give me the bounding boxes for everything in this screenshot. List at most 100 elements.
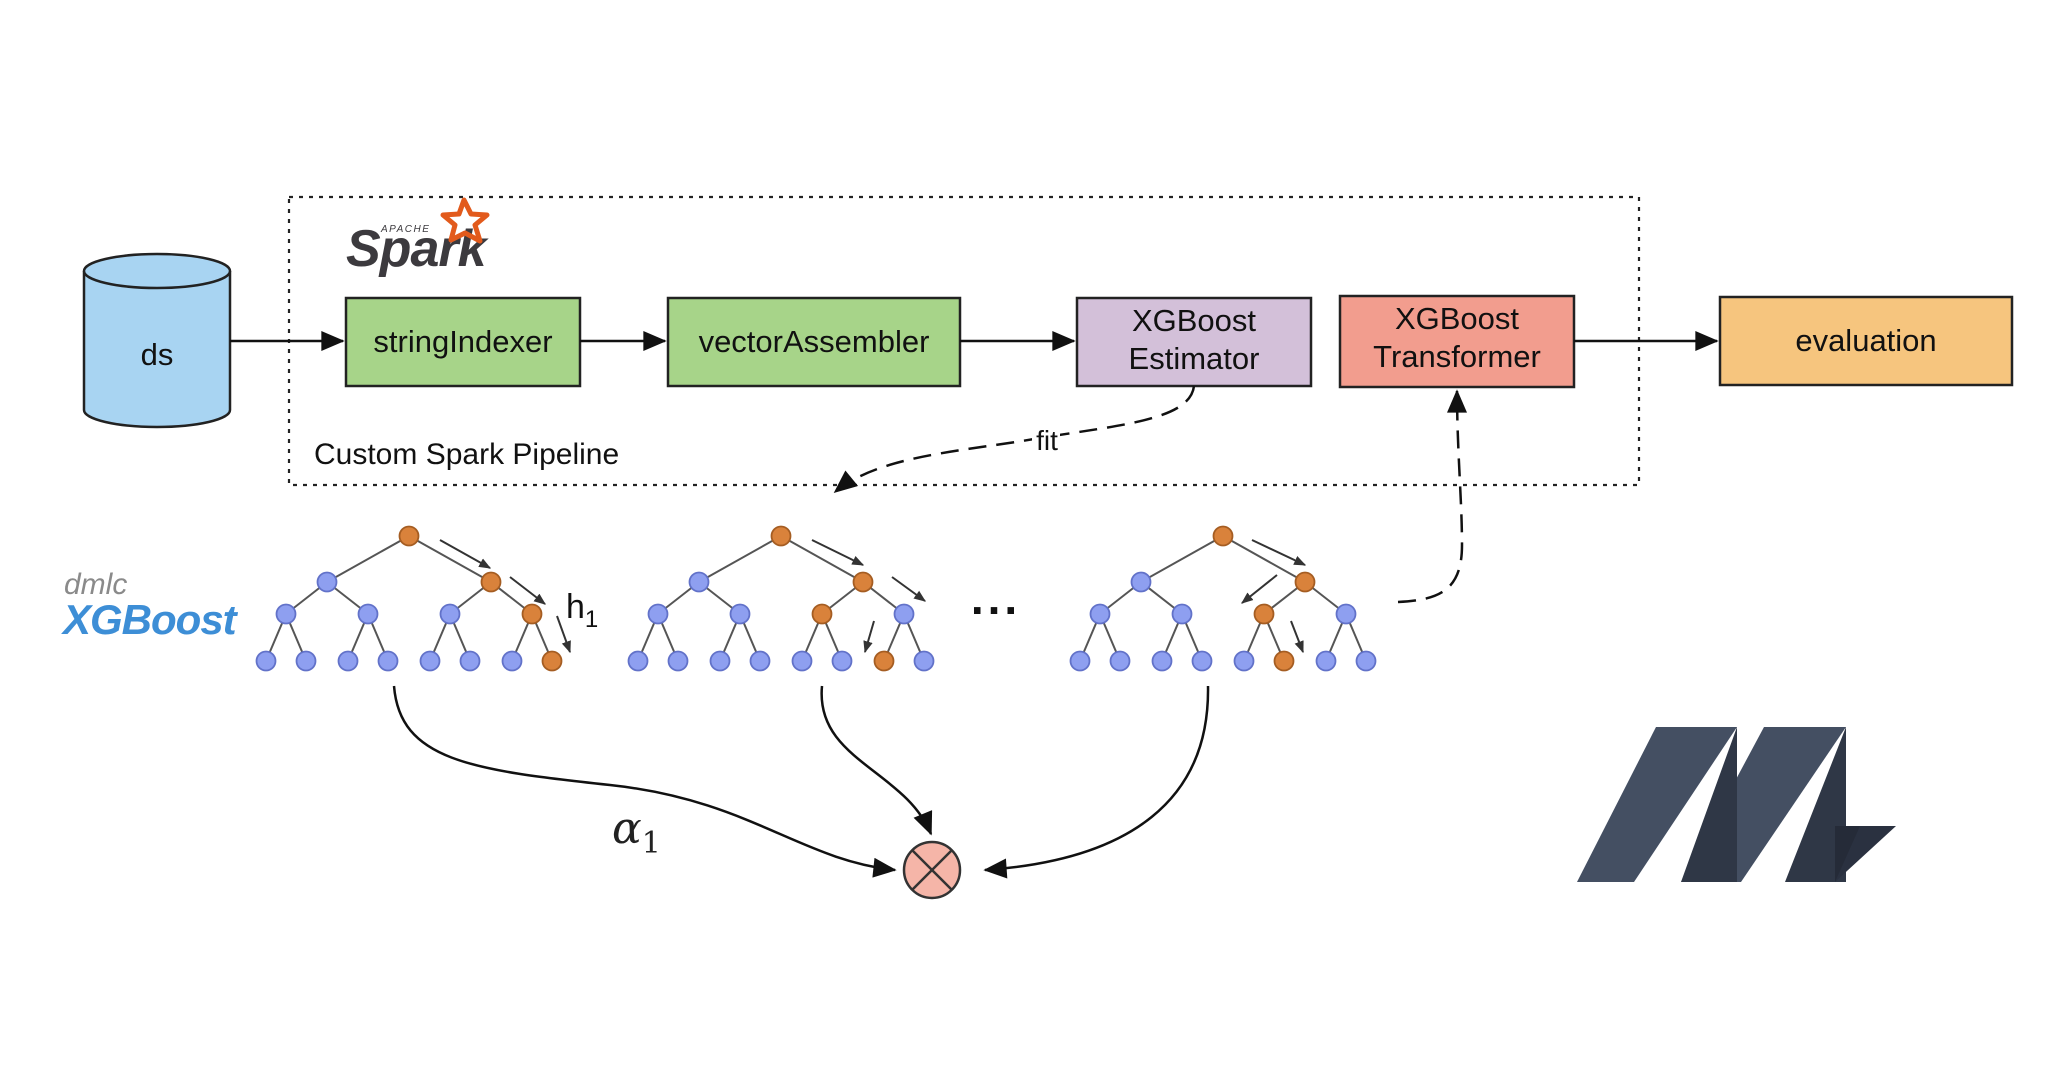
stage-string-indexer-label: stringIndexer: [373, 324, 552, 359]
tree-node: [709, 650, 731, 672]
fit-label: fit: [1036, 425, 1058, 456]
tree-node: [357, 603, 379, 625]
tree-path-node: [1212, 525, 1234, 547]
stage-xgboost-estimator-label-line2: Estimator: [1129, 341, 1260, 376]
xgboost-logo-dmlc-word: dmlc: [64, 568, 127, 601]
xgboost-logo: dmlc XGBoost: [61, 568, 240, 643]
tree-node: [729, 603, 751, 625]
tree-node: [1089, 603, 1111, 625]
stage-xgboost-estimator-box: [1075, 296, 1313, 388]
tree-edge: [1222, 535, 1306, 583]
xgboost-logo-word: XGBoost: [61, 596, 239, 643]
spark-logo-word: Spark: [346, 220, 490, 278]
stage-xgboost-transformer: XGBoost Transformer: [1338, 294, 1576, 389]
decision-path-arrow: [1290, 620, 1304, 654]
tree-edge: [698, 535, 782, 583]
tree-node: [688, 571, 710, 593]
tree-node: [1233, 650, 1255, 672]
stage-evaluation: evaluation: [1718, 295, 2014, 387]
tree-node: [1335, 603, 1357, 625]
pipeline-container-label: Custom Spark Pipeline: [314, 438, 619, 471]
tree-node: [295, 650, 317, 672]
fit-arrow: [833, 385, 1196, 494]
tree-1: [255, 525, 571, 672]
company-logo-stroke-1: [1577, 727, 1737, 882]
tree-node: [275, 603, 297, 625]
stage-xgboost-estimator: XGBoost Estimator: [1075, 296, 1313, 388]
stage-xgboost-transformer-label-line1: XGBoost: [1395, 301, 1519, 336]
stage-xgboost-estimator-label-line1: XGBoost: [1132, 303, 1256, 338]
decision-path-arrow: [891, 576, 926, 602]
weight-label: α1: [612, 803, 661, 861]
tree-node: [459, 650, 481, 672]
decision-path-arrow: [863, 620, 875, 654]
tree-node: [1109, 650, 1131, 672]
tree-node: [831, 650, 853, 672]
combine-node: [902, 840, 962, 900]
spark-star-icon: [440, 197, 490, 244]
decision-path-arrow: [811, 539, 865, 566]
tree-node: [647, 603, 669, 625]
tree-node: [1191, 650, 1213, 672]
company-logo-fold-2: [1785, 727, 1846, 882]
tree-path-node: [1294, 571, 1316, 593]
company-logo-fold-1: [1681, 727, 1737, 882]
decision-path-arrow: [556, 615, 571, 654]
tree-label: h1: [566, 588, 598, 633]
tree-node: [627, 650, 649, 672]
combine-curve-tree1: [392, 685, 897, 878]
tree-path-node: [541, 650, 563, 672]
tree-node: [667, 650, 689, 672]
tree-edge: [408, 535, 492, 583]
tree-node: [1355, 650, 1377, 672]
tree-edge: [326, 535, 410, 583]
tree-node: [337, 650, 359, 672]
tree-node: [501, 650, 523, 672]
tree-label-h: h: [566, 588, 585, 626]
tree-ensemble: [255, 525, 1377, 672]
datastore-top: [82, 252, 232, 290]
tree-node: [749, 650, 771, 672]
tree-node: [1315, 650, 1337, 672]
tree-path-node: [398, 525, 420, 547]
fit-label-bg: [1032, 422, 1060, 452]
stage-evaluation-label: evaluation: [1795, 323, 1936, 358]
company-logo-foot-shade: [1835, 826, 1860, 882]
decision-path-arrow: [509, 576, 546, 605]
weight-label-subscript: 1: [642, 826, 661, 861]
stage-vector-assembler-box: [666, 296, 962, 388]
model-to-transformer-arrow: [1397, 389, 1468, 604]
tree-node: [913, 650, 935, 672]
tree-node: [316, 571, 338, 593]
datastore-cylinder: ds: [82, 252, 232, 429]
combine-curve-tree3: [983, 685, 1210, 879]
tree-path-node: [1253, 603, 1275, 625]
tree-node: [1151, 650, 1173, 672]
tree-node: [1171, 603, 1193, 625]
stage-string-indexer-box: [344, 296, 582, 388]
tree-path-node: [521, 603, 543, 625]
tree-path-node: [811, 603, 833, 625]
spark-logo-apache-word: APACHE: [380, 224, 430, 235]
tree-node: [1069, 650, 1091, 672]
tree-node: [255, 650, 277, 672]
tree-path-node: [873, 650, 895, 672]
combine-cross-b: [911, 849, 953, 891]
stage-vector-assembler: vectorAssembler: [666, 296, 962, 388]
stage-xgboost-transformer-label-line2: Transformer: [1373, 339, 1541, 374]
stage-vector-assembler-label: vectorAssembler: [699, 324, 930, 359]
datastore-label: ds: [141, 337, 174, 372]
tree-path-node: [480, 571, 502, 593]
tree-path-node: [852, 571, 874, 593]
decision-path-arrow: [1251, 539, 1307, 566]
tree-node: [791, 650, 813, 672]
datastore-body: [82, 271, 232, 429]
tree-node: [1130, 571, 1152, 593]
tree-node: [419, 650, 441, 672]
tree-3: [1069, 525, 1377, 672]
stage-evaluation-box: [1718, 295, 2014, 387]
tree-node: [893, 603, 915, 625]
decision-path-arrow: [439, 539, 492, 569]
ellipsis: ...: [971, 572, 1021, 624]
